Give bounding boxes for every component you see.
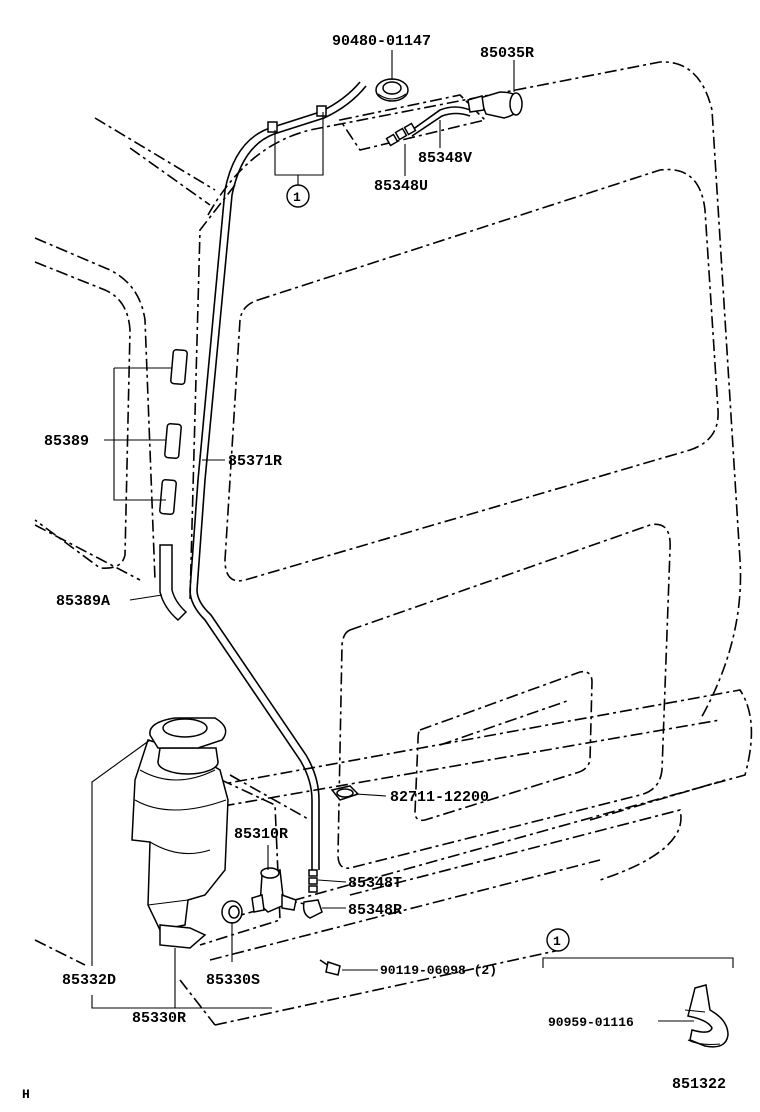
part-labels: 90480-01147 85035R 85348V 85348U 85389 8… (44, 33, 634, 1030)
hose-elbow-85348R (302, 899, 323, 919)
label-90480-01147: 90480-01147 (332, 33, 431, 50)
hose-protector-85389A (159, 544, 188, 622)
washer-hose-85371R (189, 81, 367, 870)
label-85332D: 85332D (62, 972, 116, 989)
leader-lines (91, 50, 734, 1022)
washer-pump-85310R (251, 867, 297, 913)
hose-clips-85389 (159, 348, 188, 516)
hose-85348V (385, 103, 479, 147)
label-85348U: 85348U (374, 178, 428, 195)
hose-joint-85348T (308, 869, 318, 893)
label-85348V: 85348V (418, 150, 472, 167)
label-90959-01116: 90959-01116 (548, 1015, 634, 1030)
label-82711-12200: 82711-12200 (390, 789, 489, 806)
bolt-90119-06098 (319, 959, 341, 976)
label-85389A: 85389A (56, 593, 110, 610)
label-85035R: 85035R (480, 45, 534, 62)
callout-number-main: 1 (293, 190, 301, 205)
diagram-id: 851322 (672, 1076, 726, 1093)
washer-reservoir (131, 717, 229, 949)
grommet-90480-01147 (375, 78, 409, 102)
label-85348T: 85348T (348, 875, 402, 892)
grommet-85330S (221, 900, 243, 924)
callout-number-detail: 1 (553, 934, 561, 949)
footer-left-code: H (22, 1087, 30, 1102)
callout-marker-main: 1 (286, 184, 310, 208)
label-90119-06098: 90119-06098 (2) (380, 963, 497, 978)
label-85371R: 85371R (228, 453, 282, 470)
label-85310R: 85310R (234, 826, 288, 843)
plug-82711-12200 (330, 785, 360, 801)
label-85348R: 85348R (348, 902, 402, 919)
callout-marker-detail: 1 (546, 928, 570, 952)
label-85389: 85389 (44, 433, 89, 450)
label-85330R: 85330R (132, 1010, 186, 1027)
clamp-90959-01116 (684, 984, 729, 1048)
nozzle-85035R (467, 91, 523, 119)
label-85330S: 85330S (206, 972, 260, 989)
